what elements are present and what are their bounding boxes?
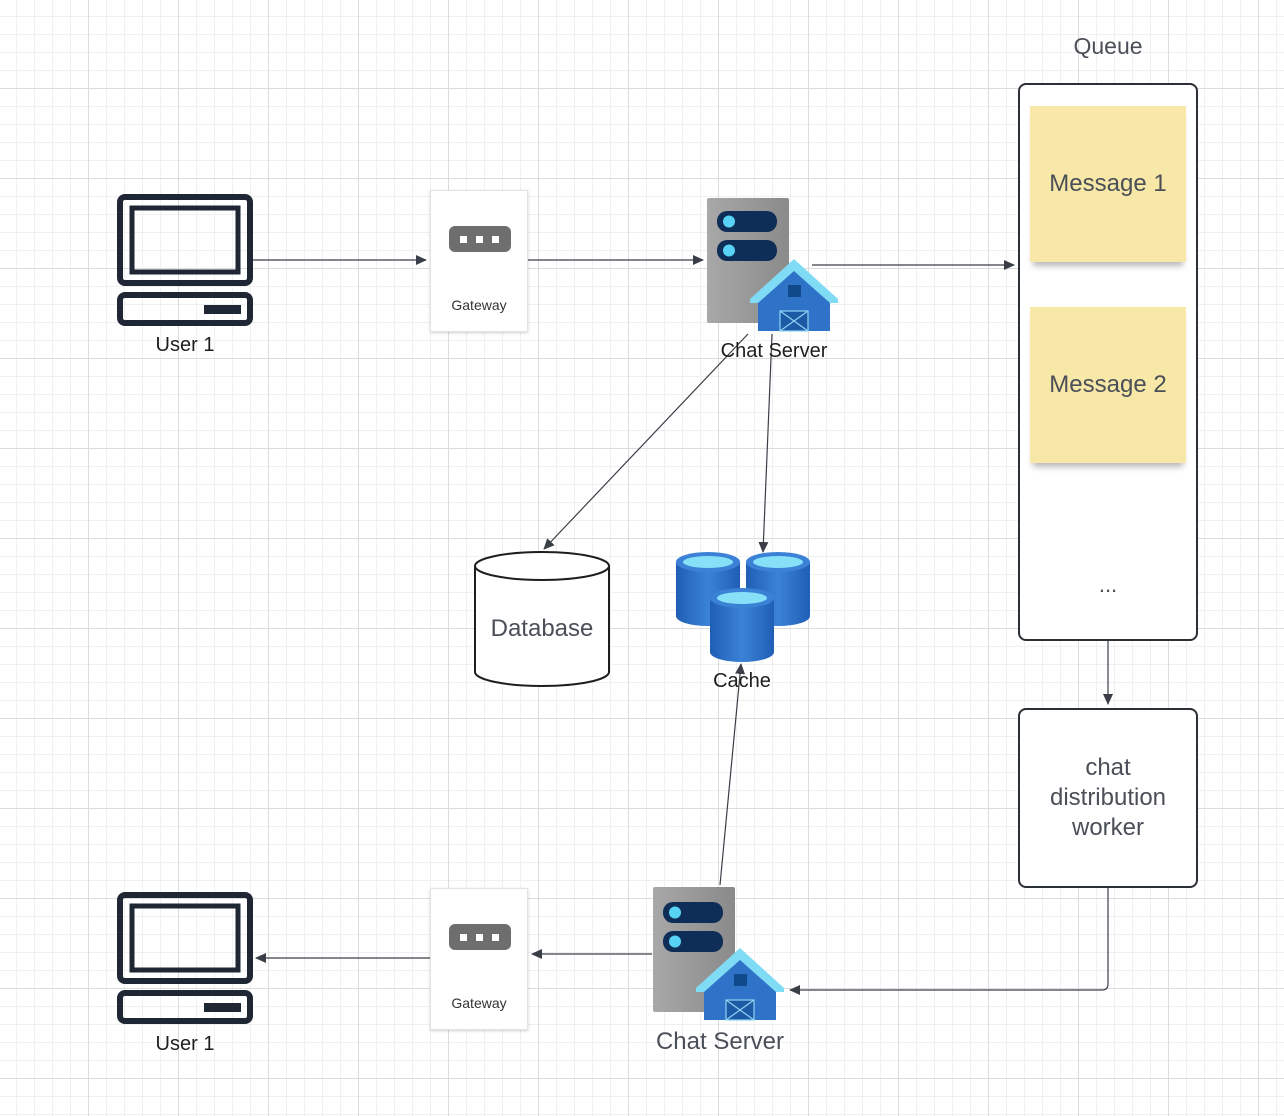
computer-terminal-icon[interactable] xyxy=(116,194,254,328)
gateway-icon xyxy=(449,226,511,252)
top-user-label: User 1 xyxy=(155,334,215,356)
database-cylinder-icon[interactable] xyxy=(472,550,612,690)
top-gateway-label: Gateway xyxy=(451,297,507,313)
bottom-chat-server-label: Chat Server xyxy=(655,1028,785,1055)
chat-server-icon[interactable] xyxy=(706,197,842,333)
queue-message-1[interactable]: Message 1 xyxy=(1030,106,1186,262)
gateway-icon xyxy=(449,924,511,950)
queue-container[interactable]: Message 1 Message 2 ... xyxy=(1018,83,1198,641)
chat-distribution-worker[interactable]: chat distribution worker xyxy=(1018,708,1198,888)
top-gateway[interactable]: Gateway xyxy=(430,190,528,332)
cache-cylinders-icon[interactable] xyxy=(674,550,812,664)
queue-title: Queue xyxy=(1073,33,1143,59)
bottom-gateway-label: Gateway xyxy=(451,995,507,1011)
bottom-gateway[interactable]: Gateway xyxy=(430,888,528,1030)
arrow-worker-to-server[interactable] xyxy=(789,888,1109,995)
queue-more-indicator: ... xyxy=(1098,572,1118,597)
worker-label: chat distribution worker xyxy=(1049,754,1167,841)
computer-terminal-icon[interactable] xyxy=(116,892,254,1026)
top-chat-server-label: Chat Server xyxy=(720,340,828,362)
arrow-server-to-cache-bottom[interactable] xyxy=(719,663,746,886)
bottom-user-label: User 1 xyxy=(155,1033,215,1055)
chat-server-icon[interactable] xyxy=(652,886,788,1022)
arrow-server-to-database[interactable] xyxy=(543,333,749,550)
queue-message-2[interactable]: Message 2 xyxy=(1030,307,1186,463)
cache-label: Cache xyxy=(713,670,771,692)
arrow-server-to-cache[interactable] xyxy=(758,333,773,553)
database-label: Database xyxy=(490,615,594,642)
